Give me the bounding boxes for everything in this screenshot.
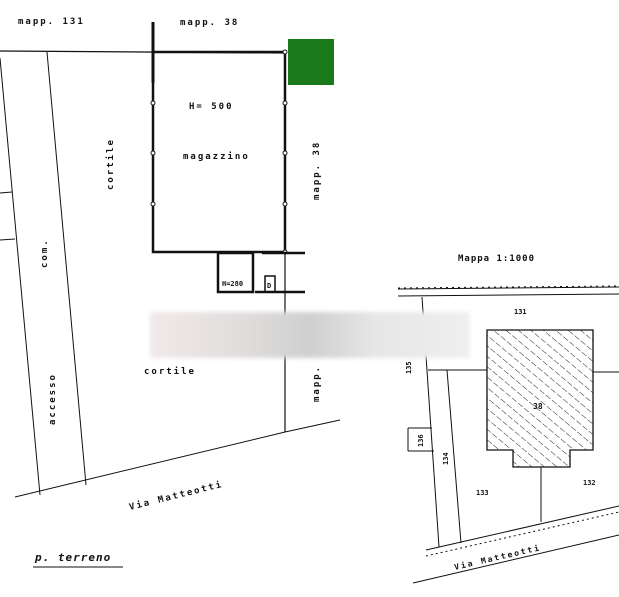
redacted-area [150, 312, 470, 358]
parcel-38-building [486, 329, 594, 468]
map-title: Mappa 1:1000 [458, 254, 535, 264]
parcel-38: 38 [533, 402, 543, 411]
parcel-131: 131 [514, 308, 527, 316]
label-access: accesso [48, 373, 58, 425]
label-d: D [267, 282, 271, 290]
street-edge [412, 534, 619, 584]
label-mapp-bottom: mapp. [312, 365, 322, 402]
parcel-135: 135 [405, 361, 413, 374]
access-line-left [0, 57, 41, 496]
road-edge [397, 293, 619, 297]
label-courtyard-lower: cortile [144, 366, 196, 377]
label-height-main: H= 500 [189, 102, 234, 112]
annex-walls [216, 251, 255, 294]
label-mapp-38: mapp. 38 [180, 18, 239, 28]
green-marker [288, 39, 334, 85]
ground-floor-plan [0, 22, 341, 568]
road-edge [397, 285, 619, 289]
street-edge [425, 505, 619, 551]
door-d [264, 275, 276, 293]
plan-labels: mapp. 131 mapp. 38 H= 500 magazzino cort… [18, 17, 322, 564]
label-floor: p. terreno [34, 551, 111, 564]
label-room: magazzino [183, 151, 250, 162]
street-line [14, 419, 341, 498]
access-line-right [46, 51, 87, 486]
parcel-136: 136 [417, 434, 425, 447]
tick [0, 238, 16, 241]
parcel-134: 134 [442, 452, 450, 465]
tick [0, 191, 13, 194]
parcel-line [446, 369, 462, 544]
parcel-132: 132 [583, 479, 596, 487]
label-mapp-38-right: mapp. 38 [312, 141, 322, 200]
label-street: Via Matteotti [128, 479, 224, 513]
label-com: com. [40, 238, 50, 268]
road-edge [397, 286, 619, 290]
label-mapp-131: mapp. 131 [18, 17, 85, 27]
parcel-133: 133 [476, 489, 489, 497]
label-height-annex: H=280 [222, 280, 243, 288]
label-courtyard-upper: cortile [105, 138, 116, 190]
